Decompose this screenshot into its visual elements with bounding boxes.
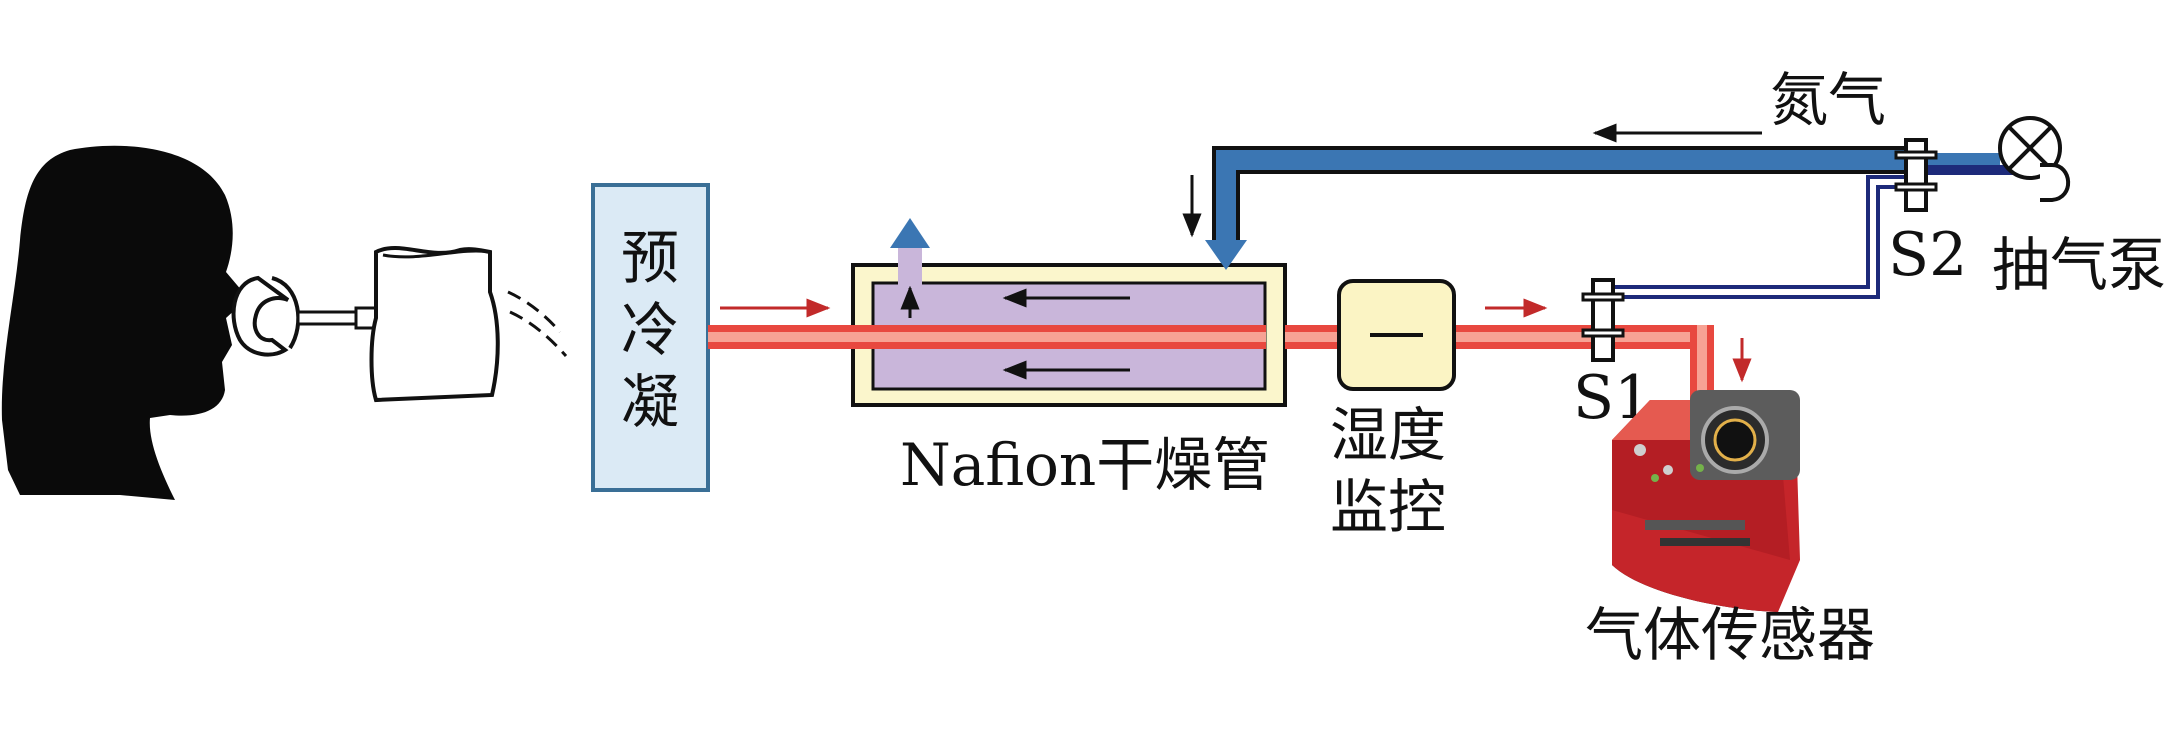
valve-s1: [1581, 278, 1625, 362]
humidity-label-line-2: 监控: [1330, 473, 1446, 541]
s2-label: S2: [1888, 220, 1967, 290]
dryer-outlet-arrow: [890, 218, 930, 286]
gas-sensor-label: 气体传感器: [1585, 601, 1875, 669]
nitrogen-tube: [1205, 146, 2000, 270]
mouthpiece-icon: [231, 275, 378, 357]
precondenser-char-1: 预: [621, 224, 679, 292]
breath-tube: [708, 325, 1714, 420]
human-head-silhouette-icon: [1, 145, 248, 500]
breath-collection-bag-icon: [369, 246, 568, 403]
pump-cross-circle-icon: [1998, 116, 2071, 202]
nafion-dryer-label: Nafion干燥管: [900, 431, 1270, 499]
precondenser-char-3: 凝: [621, 368, 679, 436]
gas-sensor-device-icon: [1612, 390, 1800, 612]
humidity-label-line-1: 湿度: [1330, 401, 1446, 469]
valve-s2: [1894, 138, 1938, 212]
precondenser-char-2: 冷: [621, 296, 679, 364]
precondenser-box: [591, 183, 710, 492]
nitrogen-label: 氮气: [1770, 66, 1886, 134]
pump-label: 抽气泵: [1992, 231, 2166, 299]
pump-line: [1603, 165, 2040, 299]
